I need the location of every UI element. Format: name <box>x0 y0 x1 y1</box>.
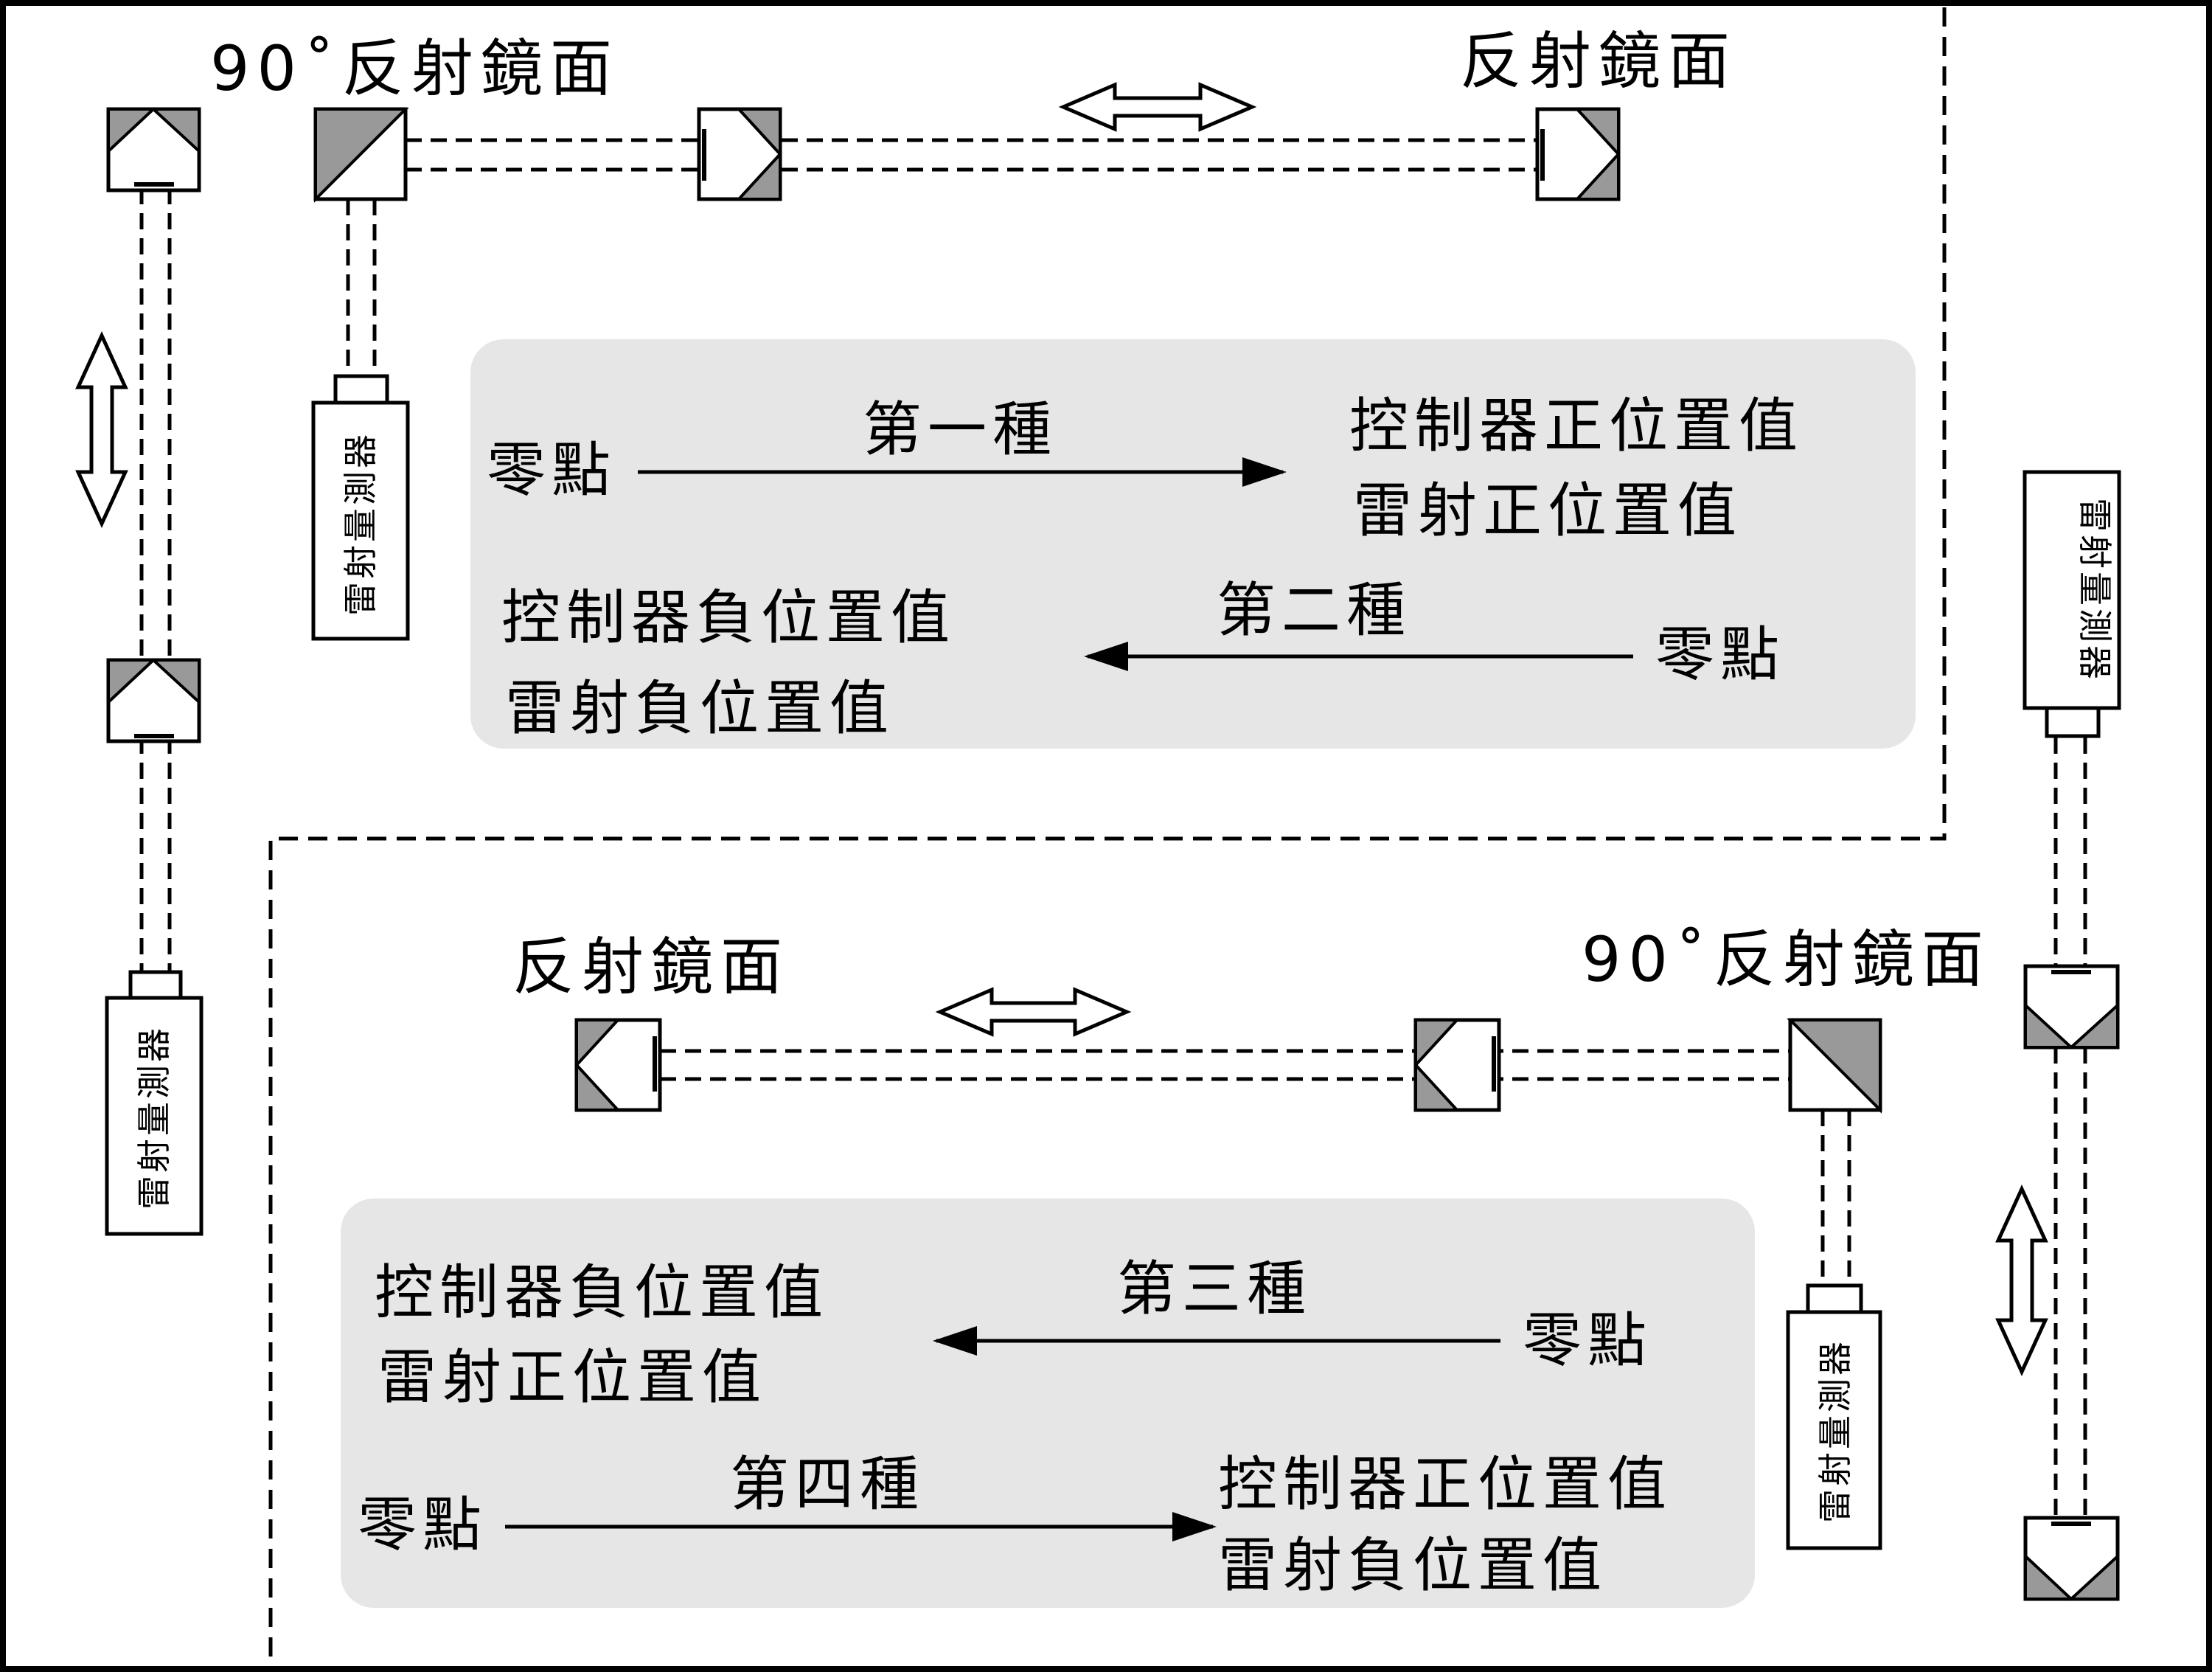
case2-name: 第二種 <box>1217 576 1411 645</box>
laser-device-icon <box>105 970 204 1236</box>
mirror-label: 反射鏡面 <box>512 931 790 1003</box>
bottom-horizontal-assembly <box>574 987 1882 1550</box>
ninety-degree-mirror-label: 90˚反射鏡面 <box>210 32 619 105</box>
case3-name: 第三種 <box>1117 1255 1312 1323</box>
case4-end-line1: 控制器正位置值 <box>1218 1450 1672 1519</box>
vertical-double-arrow-icon <box>75 330 128 529</box>
horizontal-double-arrow-icon <box>1058 82 1257 132</box>
case1-start-label: 零點 <box>487 436 616 504</box>
case1-end-line1: 控制器正位置值 <box>1349 392 1804 460</box>
case4-name: 第四種 <box>730 1450 925 1519</box>
retro-mirror-icon <box>2023 964 2120 1050</box>
left-vertical-assembly <box>75 107 204 1236</box>
mirror-label: 反射鏡面 <box>1460 25 1737 97</box>
case2-end-line2: 雷射負位置值 <box>505 674 894 743</box>
retro-mirror-icon <box>106 107 201 192</box>
laser-device-icon <box>311 374 410 641</box>
ninety-degree-mirror-icon <box>1787 1018 1882 1114</box>
retro-mirror-icon <box>106 658 201 743</box>
case3-end-line1: 控制器負位置值 <box>375 1258 829 1327</box>
laser-device-label: 雷射量測器 <box>134 1025 174 1210</box>
retro-mirror-icon <box>1535 107 1621 201</box>
ninety-degree-mirror-label: 90˚反射鏡面 <box>1582 923 1991 996</box>
case4-end-line2: 雷射負位置值 <box>1218 1531 1607 1600</box>
retro-mirror-icon <box>697 107 782 201</box>
case-panel-bottom <box>341 1199 1755 1608</box>
case3-end-line2: 雷射正位置值 <box>378 1343 767 1412</box>
case-panel-top <box>470 339 1916 749</box>
laser-device-label: 雷射量測器 <box>2075 498 2115 682</box>
case1-end-line2: 雷射正位置值 <box>1353 476 1742 545</box>
retro-mirror-icon <box>574 1018 662 1112</box>
case2-start-label: 零點 <box>1655 620 1785 689</box>
case3-start-label: 零點 <box>1523 1306 1652 1375</box>
case2-end-line1: 控制器負位置值 <box>501 583 956 652</box>
section-divider <box>268 7 1947 1668</box>
retro-mirror-icon <box>1413 1018 1501 1112</box>
case4-start-label: 零點 <box>358 1491 487 1559</box>
laser-device-label: 雷射量測器 <box>1815 1339 1855 1523</box>
case1-name: 第一種 <box>863 395 1057 464</box>
top-horizontal-assembly <box>311 82 1621 641</box>
ninety-degree-mirror-icon <box>313 107 409 203</box>
laser-device-icon <box>2023 470 2121 738</box>
retro-mirror-icon <box>2023 1516 2120 1601</box>
right-vertical-assembly <box>1995 470 2121 1601</box>
vertical-double-arrow-icon <box>1995 1184 2048 1377</box>
laser-device-label: 雷射量測器 <box>341 431 380 616</box>
horizontal-double-arrow-icon <box>935 987 1132 1037</box>
laser-device-icon <box>1786 1283 1882 1550</box>
